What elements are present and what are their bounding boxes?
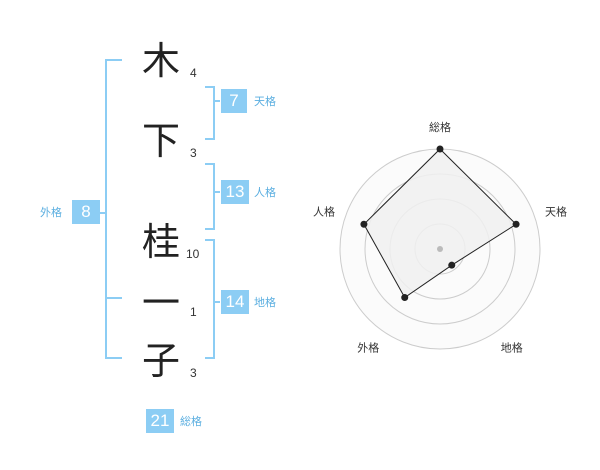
stroke-count-4: 1 xyxy=(190,305,197,319)
tenkaku-bracket xyxy=(205,86,220,140)
chikaku-bracket xyxy=(205,239,220,359)
stroke-count-1: 4 xyxy=(190,66,197,80)
name-char-4: 一 xyxy=(141,281,180,325)
radar-point-3 xyxy=(448,261,456,269)
radar-axis-label-5: 人格 xyxy=(313,204,335,218)
radar-point-5 xyxy=(360,220,368,228)
name-char-3: 桂 xyxy=(141,220,180,264)
tenkaku-label: 天格 xyxy=(254,95,276,108)
radar-axis-label-4: 外格 xyxy=(357,341,379,355)
soukaku-badge: 21 xyxy=(146,409,174,433)
jinkaku-badge: 13 xyxy=(221,180,249,204)
tenkaku-badge: 7 xyxy=(221,89,247,113)
soukaku-label: 総格 xyxy=(180,415,202,428)
stroke-count-5: 3 xyxy=(190,366,197,380)
radar-axis-label-3: 地格 xyxy=(501,341,523,355)
radar-axis-label-1: 総格 xyxy=(429,120,451,134)
radar-point-4 xyxy=(401,294,409,302)
chikaku-badge: 14 xyxy=(221,290,249,314)
name-char-1: 木 xyxy=(141,39,180,83)
stroke-count-2: 3 xyxy=(190,146,197,160)
radar-series-area xyxy=(363,148,517,299)
radar-point-2 xyxy=(512,220,520,228)
name-char-2: 下 xyxy=(141,119,180,163)
jinkaku-label: 人格 xyxy=(254,186,276,199)
stroke-count-3: 10 xyxy=(186,247,200,261)
jinkaku-bracket xyxy=(205,163,220,230)
radar-axis-label-2: 天格 xyxy=(545,204,567,218)
gaikaku-label: 外格 xyxy=(40,206,62,219)
gaikaku-badge: 8 xyxy=(72,200,100,224)
radar-center-dot xyxy=(437,246,443,252)
radar-point-1 xyxy=(436,145,444,153)
name-char-5: 子 xyxy=(141,339,180,383)
chikaku-label: 地格 xyxy=(254,296,276,309)
